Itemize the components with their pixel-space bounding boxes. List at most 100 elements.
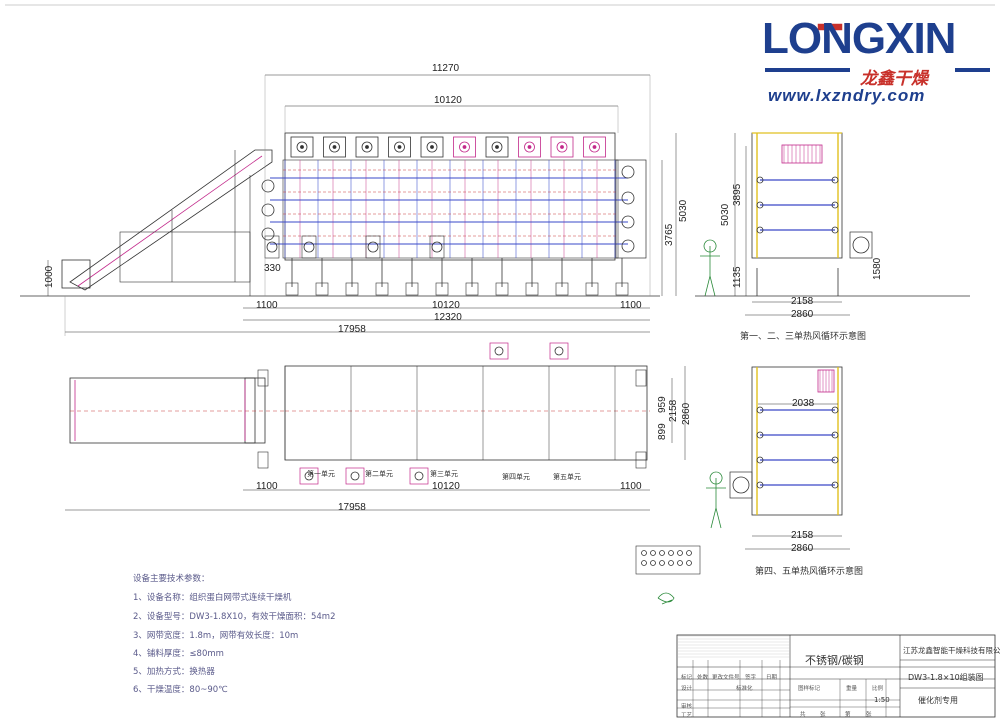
foot bbox=[405, 282, 419, 296]
fan-circle bbox=[524, 141, 535, 153]
title-block bbox=[676, 634, 996, 718]
row-label: 日期 bbox=[766, 675, 778, 681]
dim-side2-w0: 2038 bbox=[792, 398, 815, 409]
detail-hole bbox=[659, 550, 665, 556]
side1-frame bbox=[751, 132, 843, 259]
roller bbox=[261, 203, 275, 217]
plan-fan-circle bbox=[350, 471, 360, 481]
dryer-chamber bbox=[282, 159, 619, 259]
dim-side1-h1: 5030 bbox=[720, 203, 731, 226]
plan-body bbox=[284, 365, 648, 461]
dim-height-total: 5030 bbox=[678, 199, 689, 222]
dim-side2-w1: 2158 bbox=[791, 530, 814, 541]
spec-item: 6、干燥温度：80~90℃ bbox=[133, 685, 228, 695]
logo-swoosh bbox=[817, 23, 843, 31]
outlet-box bbox=[615, 159, 647, 259]
side2-roller bbox=[756, 406, 764, 414]
fan-circle bbox=[491, 141, 503, 153]
roller bbox=[621, 215, 635, 229]
title-drawing-name: DW3-1.8×10组装图 bbox=[908, 673, 984, 682]
human-figure-2 bbox=[706, 471, 726, 529]
side2-frame bbox=[751, 366, 843, 516]
dim-side1-h4: 1580 bbox=[872, 257, 883, 280]
fan-circle bbox=[394, 141, 405, 153]
side2-roller bbox=[831, 456, 839, 464]
side1-roller bbox=[831, 201, 839, 209]
fan-circle bbox=[459, 141, 470, 153]
human-figure-1 bbox=[700, 239, 720, 297]
title-scale: 1:50 bbox=[874, 696, 890, 704]
side2-roller bbox=[756, 481, 764, 489]
dim-top-inner: 10120 bbox=[434, 95, 462, 106]
cell-label: 重量 bbox=[846, 686, 858, 692]
side2-roller bbox=[831, 481, 839, 489]
fan-hub bbox=[560, 145, 564, 149]
plan-label-unit4: 第四单元 bbox=[502, 473, 530, 481]
side1-roller bbox=[831, 176, 839, 184]
foot bbox=[315, 282, 329, 296]
plan-fan-circle bbox=[414, 471, 424, 481]
roller bbox=[621, 165, 635, 179]
plan-fan bbox=[345, 467, 365, 485]
detail-hole bbox=[686, 550, 692, 556]
spec-item: 1、设备名称：组织蛋白网带式连续干燥机 bbox=[133, 593, 292, 603]
detail-hole bbox=[650, 560, 656, 566]
feed-belt bbox=[77, 155, 263, 287]
cell-label: 图样标记 bbox=[798, 686, 821, 692]
cell-label: 张 bbox=[820, 712, 826, 718]
dim-plan-right: 1100 bbox=[620, 481, 642, 492]
plan-conveyor bbox=[69, 377, 256, 444]
foot bbox=[555, 282, 569, 296]
spec-item: 5、加热方式：换热器 bbox=[133, 667, 215, 677]
detail-hole bbox=[641, 550, 647, 556]
fan-circle bbox=[296, 141, 308, 153]
cell-label: 第 bbox=[845, 712, 851, 718]
roller bbox=[261, 227, 275, 241]
detail-hole bbox=[686, 560, 692, 566]
cell-label: 共 bbox=[800, 712, 806, 718]
left-label: 标准化 bbox=[736, 686, 753, 692]
spec-item: 3、网带宽度：1.8m，网带有效长度：10m bbox=[133, 631, 299, 641]
fan-box bbox=[485, 136, 509, 158]
fan-hub bbox=[462, 145, 467, 149]
dim-plan-w3: 959 bbox=[657, 396, 668, 413]
side1-heater bbox=[781, 144, 823, 164]
left-label: 设计 bbox=[681, 686, 693, 692]
blower-fan bbox=[431, 241, 443, 253]
plan-label-unit2: 第二单元 bbox=[365, 470, 393, 478]
fan-box bbox=[518, 136, 541, 158]
side2-roller bbox=[756, 431, 764, 439]
plan-motor bbox=[257, 369, 269, 387]
dim-bottom-left: 1100 bbox=[256, 300, 278, 311]
side1-roller bbox=[756, 176, 764, 184]
blower-fan bbox=[303, 241, 315, 253]
plan-label-unit1: 第一单元 bbox=[307, 470, 335, 478]
left-label: 审核 bbox=[681, 704, 693, 710]
side1-blower-fan bbox=[852, 236, 870, 254]
fan-box bbox=[323, 136, 346, 158]
plan-fan bbox=[299, 467, 319, 485]
fan-hub bbox=[527, 145, 532, 149]
side1-blower bbox=[849, 231, 873, 259]
left-label: 工艺 bbox=[681, 713, 693, 719]
blower-box bbox=[301, 235, 317, 259]
plan-fan-circle bbox=[554, 346, 564, 356]
spec-item: 4、铺料厚度：≤80mm bbox=[133, 649, 224, 659]
plan-fan bbox=[549, 342, 569, 360]
title-material: 不锈钢/碳钢 bbox=[805, 654, 864, 667]
fan-box bbox=[388, 136, 411, 158]
fan-circle bbox=[329, 141, 340, 153]
dim-plan-left: 1100 bbox=[256, 481, 278, 492]
detail-hole bbox=[668, 560, 674, 566]
blower-box bbox=[429, 235, 445, 259]
row-label: 标记 bbox=[681, 675, 693, 681]
fan-box bbox=[420, 136, 444, 158]
blower-fan bbox=[266, 241, 278, 253]
dim-plan-w2: 2158 bbox=[668, 399, 679, 422]
foot bbox=[345, 282, 359, 296]
dim-height-body: 3765 bbox=[664, 223, 675, 246]
fan-box bbox=[453, 136, 476, 158]
foot bbox=[495, 282, 509, 296]
